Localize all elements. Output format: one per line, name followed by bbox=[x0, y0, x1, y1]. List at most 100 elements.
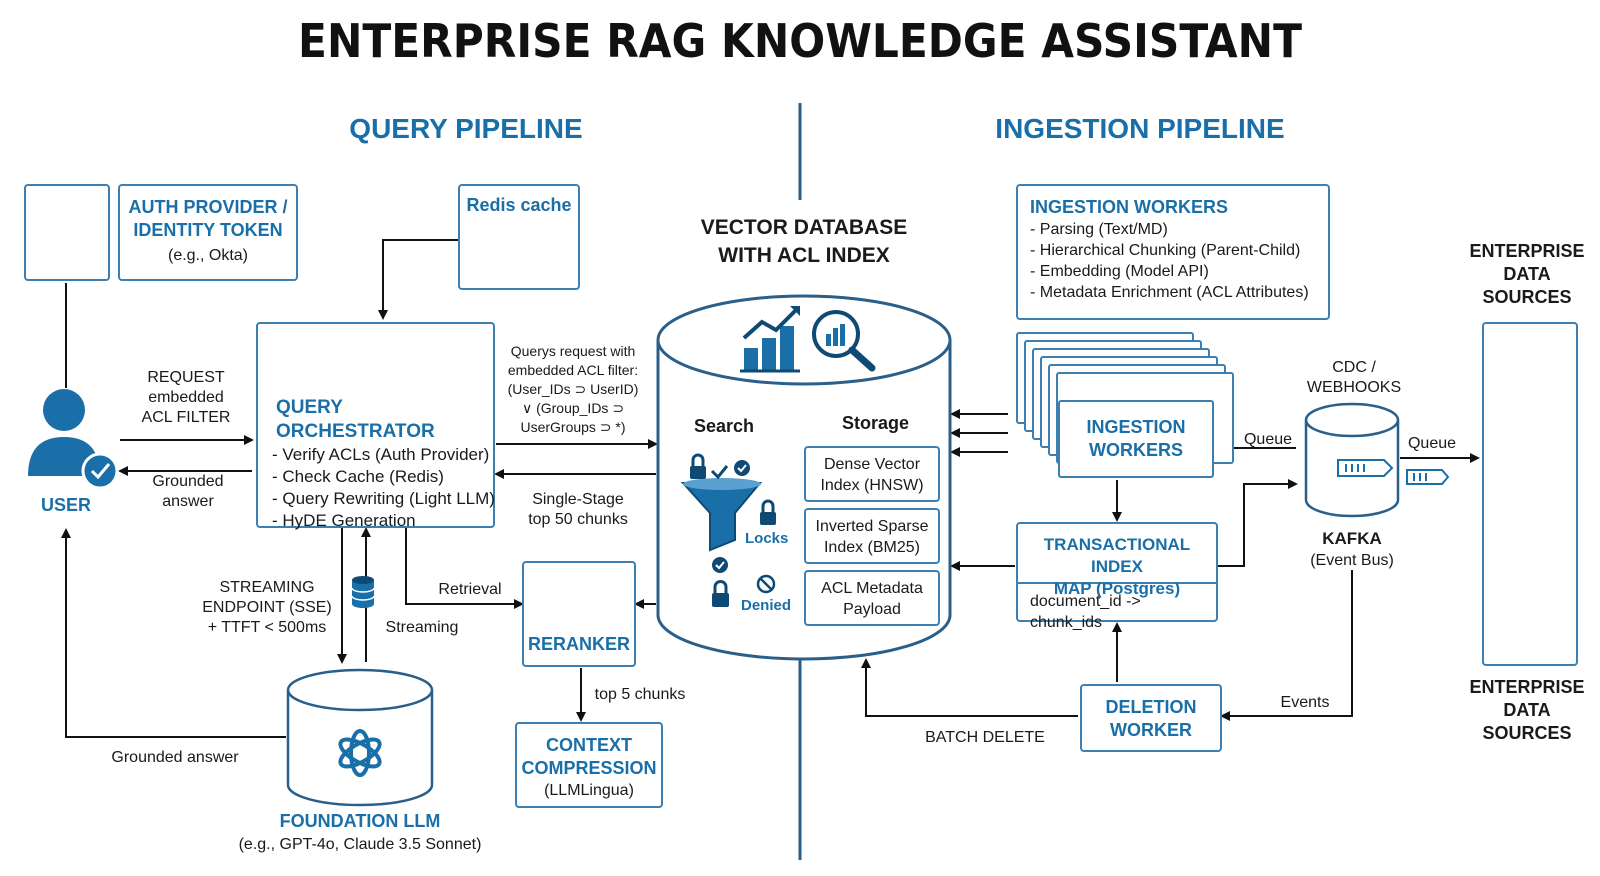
query-request-line: embedded ACL filter: bbox=[507, 362, 639, 378]
ingestion-step: - Embedding (Model API) bbox=[1030, 263, 1209, 280]
storage-item-line: Index (BM25) bbox=[823, 539, 921, 556]
query-request-line: ∨ (Group_IDs ⊃ bbox=[521, 400, 625, 416]
database-icon bbox=[351, 576, 375, 608]
request-label: REQUEST embedded ACL FILTER bbox=[130, 368, 242, 428]
data-sources-label-bottom: ENTERPRISE DATA SOURCES bbox=[1462, 676, 1592, 745]
storage-item-line: Dense Vector bbox=[823, 456, 921, 473]
vector-db-title: VECTOR DATABASE WITH ACL INDEX bbox=[676, 214, 932, 270]
tx-index-line: TRANSACTIONAL INDEX bbox=[1043, 535, 1191, 576]
grounded-answer-line: answer bbox=[162, 493, 214, 510]
auth-subtitle: (e.g., Okta) bbox=[167, 247, 249, 264]
kafka-sub: (Event Bus) bbox=[1310, 552, 1394, 569]
ingestion-step-name: Parsing bbox=[1039, 221, 1095, 238]
streaming-endpoint-line: + TTFT < 500ms bbox=[207, 619, 327, 636]
ingestion-step-detail: (Text/MD) bbox=[1094, 221, 1168, 238]
cdc-line: CDC / bbox=[1332, 359, 1376, 376]
workers-stack-line: WORKERS bbox=[1089, 440, 1183, 460]
query-request-label: Querys request with embedded ACL filter:… bbox=[500, 342, 646, 437]
batch-delete-label: BATCH DELETE bbox=[925, 729, 1045, 746]
check-circle-icon bbox=[712, 557, 728, 573]
transactional-index-box: TRANSACTIONAL INDEX MAP (Postgres) docum… bbox=[1016, 522, 1218, 631]
bar-chart-icon bbox=[740, 306, 800, 373]
grounded-answer-label: Grounded answer bbox=[140, 472, 236, 512]
openai-logo-icon bbox=[338, 729, 382, 777]
orchestrator-item: - Verify ACLs (Auth Provider) bbox=[272, 445, 490, 464]
check-circle-icon bbox=[734, 460, 750, 476]
context-sub: (LLMLingua) bbox=[544, 782, 634, 799]
single-stage-line: top 50 chunks bbox=[528, 511, 628, 528]
ingestion-step-name: Metadata Enrichment bbox=[1039, 284, 1192, 301]
user-icon bbox=[28, 389, 119, 490]
cdc-line: WEBHOOKS bbox=[1306, 379, 1402, 396]
streaming-endpoint-label: STREAMING ENDPOINT (SSE) + TTFT < 500ms bbox=[200, 578, 334, 638]
ingestion-step-name: Embedding bbox=[1039, 263, 1121, 280]
sources-line: SOURCES bbox=[1482, 723, 1572, 743]
events-line bbox=[1220, 570, 1353, 721]
sources-line: DATA bbox=[1503, 700, 1551, 720]
page-title: ENTERPRISE RAG KNOWLEDGE ASSISTANT bbox=[298, 14, 1302, 68]
events-label: Events bbox=[1280, 694, 1330, 711]
single-stage-line: Single-Stage bbox=[532, 491, 624, 508]
queue-label-left: Queue bbox=[1243, 431, 1293, 448]
llm-grounded-answer-label: Grounded answer bbox=[111, 749, 239, 766]
lock-icon bbox=[760, 499, 776, 525]
redis-label: Redis cache bbox=[466, 195, 572, 215]
request-label-line: REQUEST bbox=[147, 369, 225, 386]
ingestion-step: - Parsing (Text/MD) bbox=[1030, 221, 1168, 238]
batch-delete-line bbox=[861, 658, 1078, 717]
magnifier-chart-icon bbox=[812, 310, 876, 372]
auth-provider-box: AUTH PROVIDER / IDENTITY TOKEN (e.g., Ok… bbox=[118, 184, 298, 281]
deletion-worker-box: DELETION WORKER bbox=[1080, 684, 1222, 752]
storage-item-line: Index (HNSW) bbox=[820, 477, 924, 494]
ingestion-workers-panel-title: INGESTION WORKERS bbox=[1030, 197, 1229, 217]
ingestion-step: - Hierarchical Chunking (Parent-Child) bbox=[1030, 242, 1301, 259]
sparse-index-box: Inverted Sparse Index (BM25) bbox=[804, 508, 940, 564]
cdc-label: CDC / WEBHOOKS bbox=[1298, 358, 1410, 398]
top5-label: top 5 chunks bbox=[594, 686, 686, 703]
dense-vector-index-box: Dense Vector Index (HNSW) bbox=[804, 446, 940, 502]
denied-label: Denied bbox=[741, 597, 792, 614]
vector-db-title-line: VECTOR DATABASE bbox=[700, 216, 908, 239]
kafka-label: KAFKA (Event Bus) bbox=[1296, 528, 1408, 571]
auth-icon-box bbox=[24, 184, 110, 281]
streaming-label: Streaming bbox=[385, 619, 459, 636]
denied-icon bbox=[756, 574, 776, 594]
acl-metadata-box: ACL Metadata Payload bbox=[804, 570, 940, 626]
tx-index-line: MAP (Postgres) bbox=[1053, 579, 1181, 598]
llm-cylinder bbox=[286, 668, 434, 807]
storage-item-line: Inverted Sparse bbox=[815, 518, 929, 535]
redis-to-orchestrator-line bbox=[378, 239, 465, 320]
retrieval-label: Retrieval bbox=[438, 581, 502, 598]
funnel-icon bbox=[680, 478, 763, 552]
orchestrator-item: - HyDE Generation bbox=[272, 511, 416, 530]
context-line: CONTEXT bbox=[545, 735, 632, 755]
reranker-label: RERANKER bbox=[527, 634, 630, 654]
query-pipeline-title: QUERY PIPELINE bbox=[349, 113, 583, 144]
ingestion-step-name: Hierarchical Chunking bbox=[1039, 242, 1197, 259]
ingestion-step-detail: (ACL Attributes) bbox=[1191, 284, 1309, 301]
check-icon bbox=[710, 465, 729, 480]
sources-line: ENTERPRISE bbox=[1469, 677, 1585, 697]
request-label-line: ACL FILTER bbox=[141, 409, 231, 426]
grounded-answer-line: Grounded bbox=[152, 473, 224, 490]
storage-item-line: ACL Metadata bbox=[821, 580, 923, 597]
tx-index-mapping: document_id -> chunk_ids bbox=[1030, 593, 1141, 631]
kafka-title: KAFKA bbox=[1322, 529, 1382, 548]
streaming-endpoint-line: STREAMING bbox=[219, 579, 315, 596]
sources-line: ENTERPRISE bbox=[1469, 241, 1585, 261]
query-request-line: UserGroups ⊃ *) bbox=[520, 419, 626, 435]
lock-icon bbox=[712, 580, 729, 607]
storage-item-line: Payload bbox=[843, 601, 901, 618]
lock-icon bbox=[690, 453, 706, 479]
ingestion-step-detail: (Parent-Child) bbox=[1196, 242, 1301, 259]
single-stage-label: Single-Stage top 50 chunks bbox=[514, 490, 642, 530]
reranker-box: RERANKER bbox=[522, 561, 636, 667]
llm-to-user-line bbox=[61, 528, 286, 738]
retrieval-line bbox=[405, 527, 524, 609]
txindex-to-kafka-line bbox=[1218, 479, 1298, 567]
deletion-line: WORKER bbox=[1110, 720, 1192, 740]
orchestrator-title: QUERY ORCHESTRATOR bbox=[276, 397, 435, 442]
auth-title-line2: IDENTITY TOKEN bbox=[133, 220, 283, 240]
query-orchestrator-box: QUERY ORCHESTRATOR - Verify ACLs (Auth P… bbox=[256, 322, 495, 530]
